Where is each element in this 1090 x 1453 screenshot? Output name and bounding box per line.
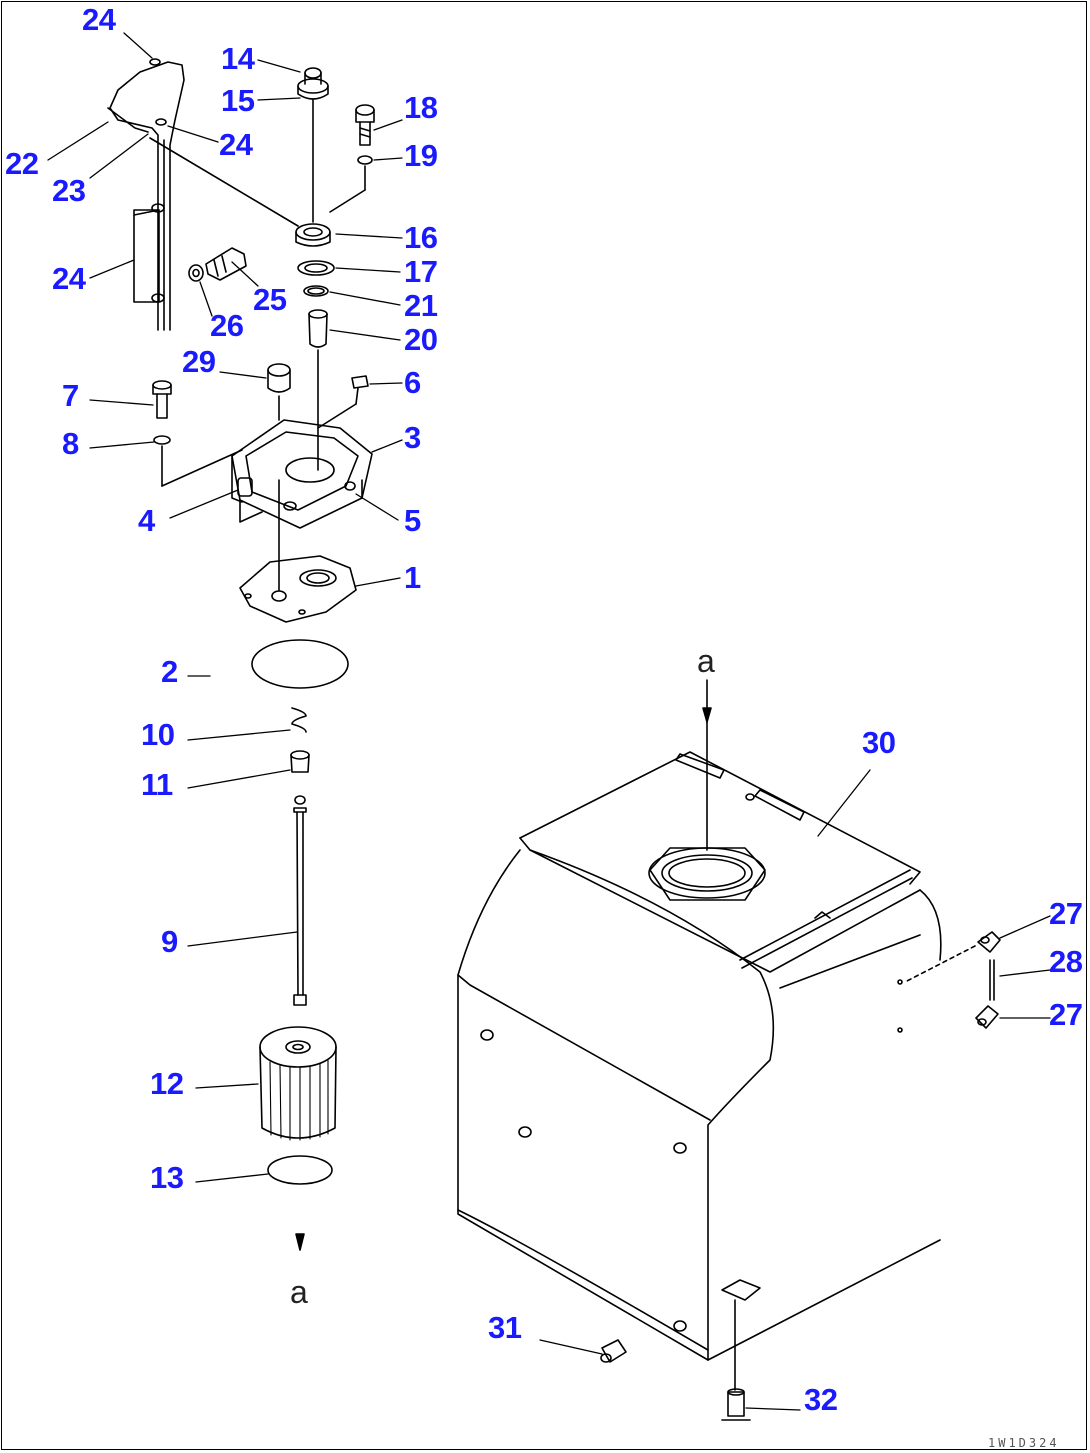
callout-28: 28 [1049,944,1083,979]
callout-2: 2 [161,654,178,689]
callout-8: 8 [62,426,79,461]
callout-19: 19 [404,138,438,173]
callout-14: 14 [221,41,255,76]
callout-27-upper: 27 [1049,896,1083,931]
callout-32: 32 [804,1382,838,1417]
breather-pipe-assembly [107,58,247,331]
view-mark-a-bottom: a [290,1274,308,1310]
callout-24-middle: 24 [219,127,253,162]
leader-lines [47,32,1051,1411]
filter-case-assembly [152,363,373,623]
drawing-code: 1W1D324 [988,1436,1060,1450]
callout-23: 23 [52,173,86,208]
callout-27-lower: 27 [1049,997,1083,1032]
callout-11: 11 [141,767,173,802]
callout-5: 5 [404,503,421,538]
hydraulic-tank [457,751,942,1391]
filler-cap-assembly [149,67,375,471]
drain-valve-32 [721,1388,751,1421]
callout-22: 22 [5,146,39,181]
callout-29: 29 [182,344,216,379]
callout-4: 4 [138,503,155,538]
callout-25: 25 [253,282,287,317]
callout-9: 9 [161,924,178,959]
callout-6: 6 [404,365,421,400]
callout-1: 1 [404,560,421,595]
view-mark-a-top: a [697,643,715,679]
callout-24-bottom: 24 [52,261,86,296]
drain-plug-31 [600,1339,627,1363]
callout-15: 15 [221,83,255,118]
callout-31: 31 [488,1310,522,1345]
callout-26: 26 [210,308,244,343]
callout-20: 20 [404,322,438,357]
hose-fittings [904,931,1001,1029]
callout-13: 13 [150,1160,184,1195]
callout-21: 21 [404,288,438,323]
callout-16: 16 [404,220,438,255]
callout-24-top: 24 [82,2,116,37]
callout-30: 30 [862,725,896,760]
callout-10: 10 [141,717,175,752]
callout-18: 18 [404,90,438,125]
callout-17: 17 [404,254,438,289]
callout-3: 3 [404,420,421,455]
callout-7: 7 [62,378,79,413]
callout-12: 12 [150,1066,184,1101]
view-arrows [295,679,712,1251]
filter-element-assembly [251,639,349,1185]
